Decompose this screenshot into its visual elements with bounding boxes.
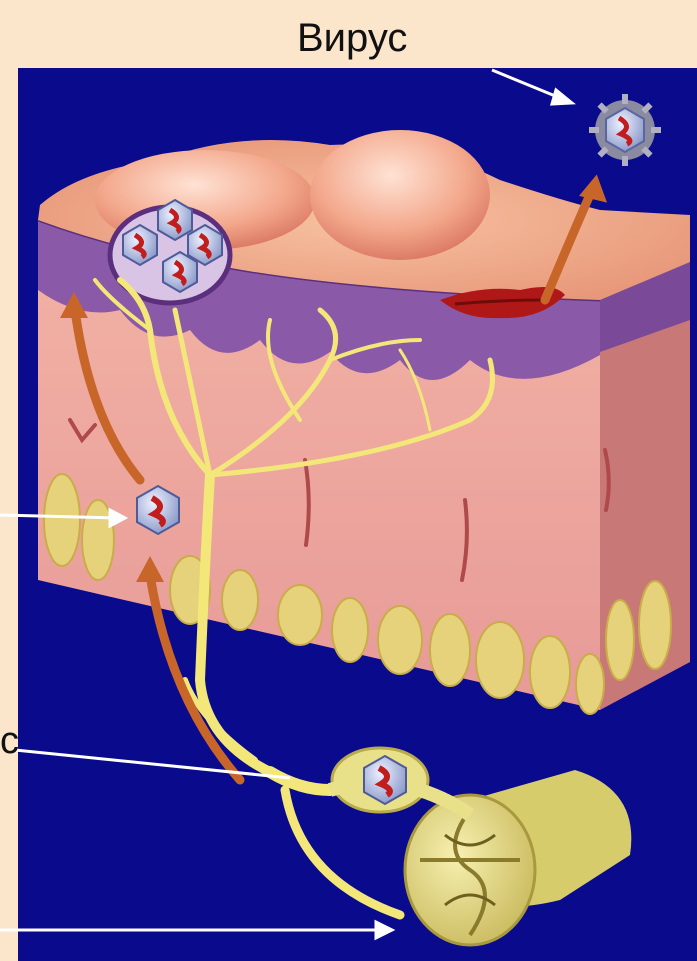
virus-label: Вирус [297, 18, 407, 58]
blister-right [310, 130, 490, 260]
ganglion-label-fragment: с [0, 722, 19, 760]
